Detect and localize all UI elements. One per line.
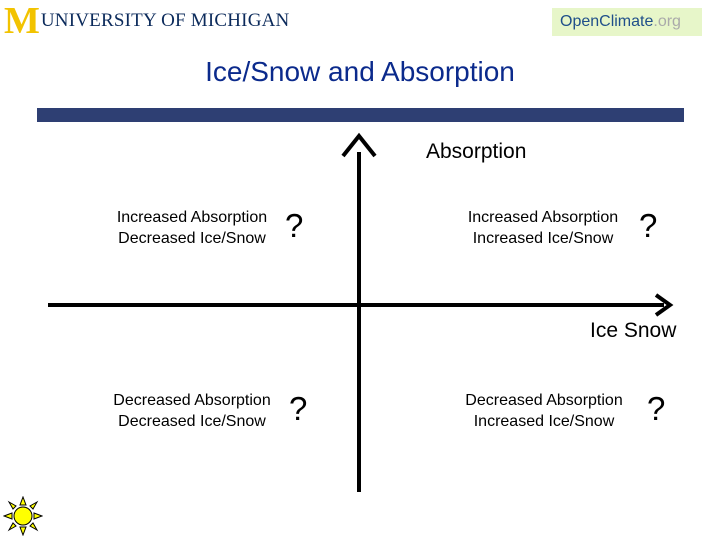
quadrant-bottom-left-question-mark: ? xyxy=(289,390,308,427)
logo-text: UNIVERSITY OF MICHIGAN xyxy=(40,10,290,31)
logo-initial: M xyxy=(4,0,40,42)
quadrant-top-left-line2: Decreased Ice/Snow xyxy=(118,230,266,247)
x-axis-label: Ice Snow xyxy=(590,319,677,342)
quadrant-bottom-right-text: Decreased Absorption Increased Ice/Snow xyxy=(452,390,636,432)
quadrant-bottom-left-line1: Decreased Absorption xyxy=(113,392,271,409)
quadrant-top-left-text: Increased Absorption Decreased Ice/Snow xyxy=(104,207,280,249)
quadrant-top-right-question-mark: ? xyxy=(639,207,658,244)
logo-open-text: Open xyxy=(560,13,600,30)
quadrant-top-right-text: Increased Absorption Increased Ice/Snow xyxy=(452,207,634,249)
slide-title: Ice/Snow and Absorption xyxy=(205,56,515,87)
sun-icon xyxy=(3,496,43,536)
logo-org-text: .org xyxy=(653,13,681,30)
logo-climate-text: Climate xyxy=(599,13,654,30)
quadrant-bottom-right-question-mark: ? xyxy=(647,390,666,427)
quadrant-bottom-left-text: Decreased Absorption Decreased Ice/Snow xyxy=(100,390,284,432)
quadrant-top-right-line2: Increased Ice/Snow xyxy=(472,230,614,247)
quadrant-bottom-right-line2: Increased Ice/Snow xyxy=(473,413,615,430)
y-axis-label: Absorption xyxy=(426,140,527,163)
quadrant-top-left-question-mark: ? xyxy=(285,207,304,244)
quadrant-top-left-line1: Increased Absorption xyxy=(116,209,268,226)
quadrant-top-right-line1: Increased Absorption xyxy=(467,209,619,226)
quadrant-bottom-right-line1: Decreased Absorption xyxy=(465,392,623,409)
y-axis-arrowhead xyxy=(341,132,377,158)
quadrant-bottom-left-line2: Decreased Ice/Snow xyxy=(118,413,266,430)
university-of-michigan-logo: M UNIVERSITY OF MICHIGAN xyxy=(4,0,290,42)
title-divider-bar xyxy=(37,108,684,122)
x-axis-arrowhead xyxy=(654,293,674,317)
